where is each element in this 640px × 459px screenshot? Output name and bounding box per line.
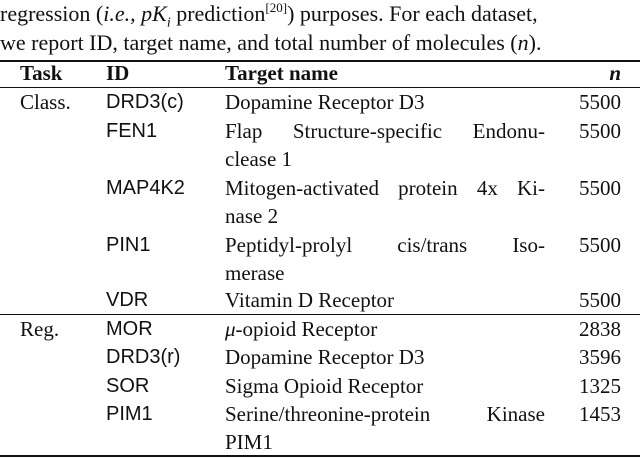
cell-n: 5500: [579, 119, 621, 143]
cell-id: FEN1: [106, 120, 158, 142]
cell-n: 5500: [579, 90, 621, 114]
target-name-text: merase: [225, 261, 285, 285]
target-name-line: Flap Structure-specific Endonu-: [225, 117, 545, 145]
target-name-line: clease 1: [225, 145, 545, 173]
cell-n: 5500: [579, 288, 621, 312]
cell-id: DRD3(c): [106, 91, 184, 113]
target-name-text: Dopamine Receptor D3: [225, 90, 425, 114]
intro-line-1: regression (i.e., pKi prediction[20]) pu…: [0, 0, 640, 31]
target-name-line: Vitamin D Receptor: [225, 286, 545, 314]
citation: [20]: [265, 0, 288, 15]
intro-text: ) purposes. For each dataset,: [287, 1, 538, 26]
target-name-line: Sigma Opioid Receptor: [225, 372, 545, 400]
target-name-text: -opioid Receptor: [235, 317, 378, 341]
intro-text: ).: [528, 30, 542, 55]
target-name-word: Endonu-: [472, 119, 545, 143]
target-name-word: Kinase: [486, 402, 545, 426]
header-task: Task: [20, 61, 63, 85]
target-name-line: Dopamine Receptor D3: [225, 88, 545, 116]
cell-target-name: Peptidyl-prolyl cis/trans Iso-merase: [225, 231, 545, 287]
cell-target-name: μ-opioid Receptor: [225, 315, 545, 343]
target-name-line: Peptidyl-prolyl cis/trans Iso-: [225, 231, 545, 259]
intro-n: n: [517, 30, 529, 55]
intro-paragraph: regression (i.e., pKi prediction[20]) pu…: [0, 0, 640, 58]
target-name-word: Peptidyl-prolyl: [225, 233, 353, 257]
table-header-rule: [0, 87, 640, 88]
target-name-word: cis/trans: [397, 233, 468, 257]
intro-text: prediction: [170, 1, 266, 26]
header-id: ID: [106, 61, 130, 85]
intro-text: we report ID, target name, and total num…: [0, 30, 518, 55]
table-group-separator: [0, 314, 640, 315]
table-top-rule: [0, 60, 640, 62]
cell-n: 1325: [579, 374, 621, 398]
header-n: n: [609, 61, 621, 85]
target-name-word: Structure-specific: [292, 119, 443, 143]
header-target-name: Target name: [225, 61, 338, 85]
cell-task: Class.: [20, 90, 71, 114]
cell-task: Reg.: [20, 317, 60, 341]
target-name-text: Sigma Opioid Receptor: [225, 374, 424, 398]
cell-target-name: Sigma Opioid Receptor: [225, 372, 545, 400]
table-bottom-rule: [0, 455, 640, 457]
target-name-word: Flap: [225, 119, 263, 143]
target-name-line: Mitogen-activated protein 4x Ki-: [225, 174, 545, 202]
intro-math-pk: pKi: [141, 1, 171, 31]
target-name-word: Mitogen-activated: [225, 176, 379, 200]
cell-id: SOR: [106, 375, 150, 397]
intro-text: regression (: [0, 1, 104, 26]
cell-n: 2838: [579, 317, 621, 341]
cell-target-name: Mitogen-activated protein 4x Ki-nase 2: [225, 174, 545, 230]
intro-line-2: we report ID, target name, and total num…: [0, 29, 640, 58]
target-name-text: Dopamine Receptor D3: [225, 345, 425, 369]
cell-target-name: Dopamine Receptor D3: [225, 88, 545, 116]
cell-id: MOR: [106, 318, 153, 340]
cell-id: VDR: [106, 289, 149, 311]
intro-ie: i.e.,: [103, 1, 136, 26]
cell-n: 5500: [579, 233, 621, 257]
target-name-text: Vitamin D Receptor: [225, 288, 395, 312]
target-name-text: clease 1: [225, 147, 293, 171]
target-name-word: Ki-: [517, 176, 545, 200]
target-name-word: Serine/threonine-protein: [225, 402, 431, 426]
target-name-line: nase 2: [225, 202, 545, 230]
mu-symbol: μ: [225, 317, 236, 341]
cell-id: MAP4K2: [106, 177, 185, 199]
cell-n: 3596: [579, 345, 621, 369]
target-name-line: PIM1: [225, 428, 545, 456]
cell-target-name: Flap Structure-specific Endonu-clease 1: [225, 117, 545, 173]
target-name-line: merase: [225, 259, 545, 287]
target-name-text: PIM1: [225, 430, 273, 454]
cell-id: PIM1: [106, 403, 153, 425]
target-name-word: Iso-: [512, 233, 545, 257]
cell-target-name: Vitamin D Receptor: [225, 286, 545, 314]
target-name-word: protein: [398, 176, 458, 200]
cell-n: 5500: [579, 176, 621, 200]
cell-n: 1453: [579, 402, 621, 426]
cell-target-name: Dopamine Receptor D3: [225, 343, 545, 371]
cell-id: PIN1: [106, 234, 151, 256]
target-name-line: μ-opioid Receptor: [225, 315, 545, 343]
target-name-line: Serine/threonine-protein Kinase: [225, 400, 545, 428]
target-name-text: nase 2: [225, 204, 279, 228]
target-name-line: Dopamine Receptor D3: [225, 343, 545, 371]
target-name-word: 4x: [476, 176, 498, 200]
cell-id: DRD3(r): [106, 346, 181, 368]
